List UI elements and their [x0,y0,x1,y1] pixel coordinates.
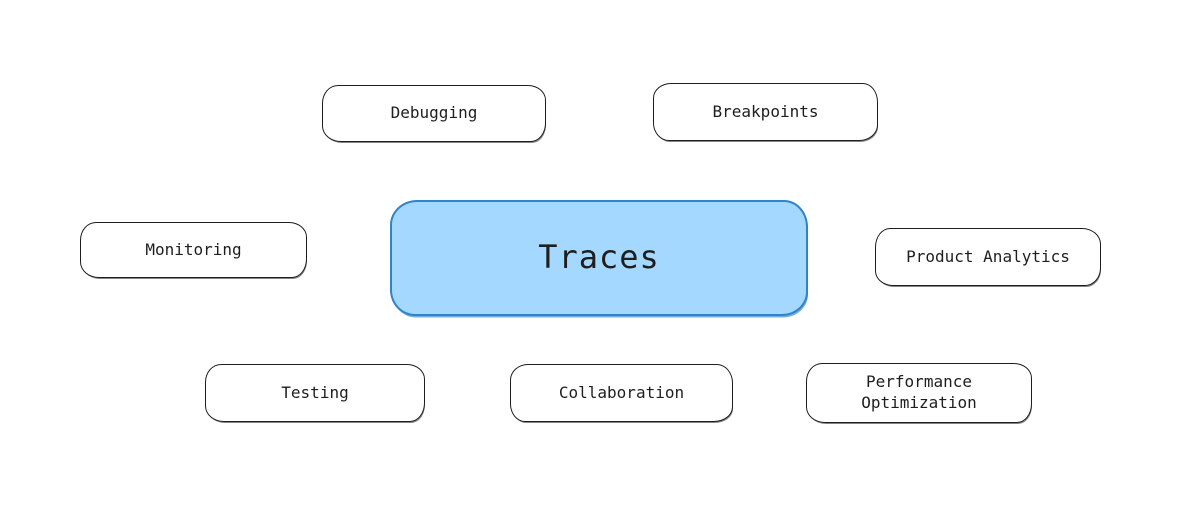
node-performance-optimization[interactable]: Performance Optimization [806,363,1032,423]
node-debugging[interactable]: Debugging [322,85,546,142]
node-traces-center[interactable]: Traces [390,200,808,316]
node-monitoring-label: Monitoring [145,239,242,259]
node-performance-optimization-label: Performance Optimization [861,372,977,412]
node-collaboration-label: Collaboration [558,382,685,402]
node-testing-label: Testing [281,382,349,402]
node-traces-label: Traces [538,238,660,277]
node-product-analytics-label: Product Analytics [906,246,1070,266]
node-monitoring[interactable]: Monitoring [80,222,307,278]
node-product-analytics[interactable]: Product Analytics [875,228,1101,286]
node-breakpoints-label: Breakpoints [712,101,819,121]
node-debugging-label: Debugging [390,103,478,123]
node-testing[interactable]: Testing [205,364,425,422]
node-collaboration[interactable]: Collaboration [510,364,733,422]
node-breakpoints[interactable]: Breakpoints [653,83,878,141]
